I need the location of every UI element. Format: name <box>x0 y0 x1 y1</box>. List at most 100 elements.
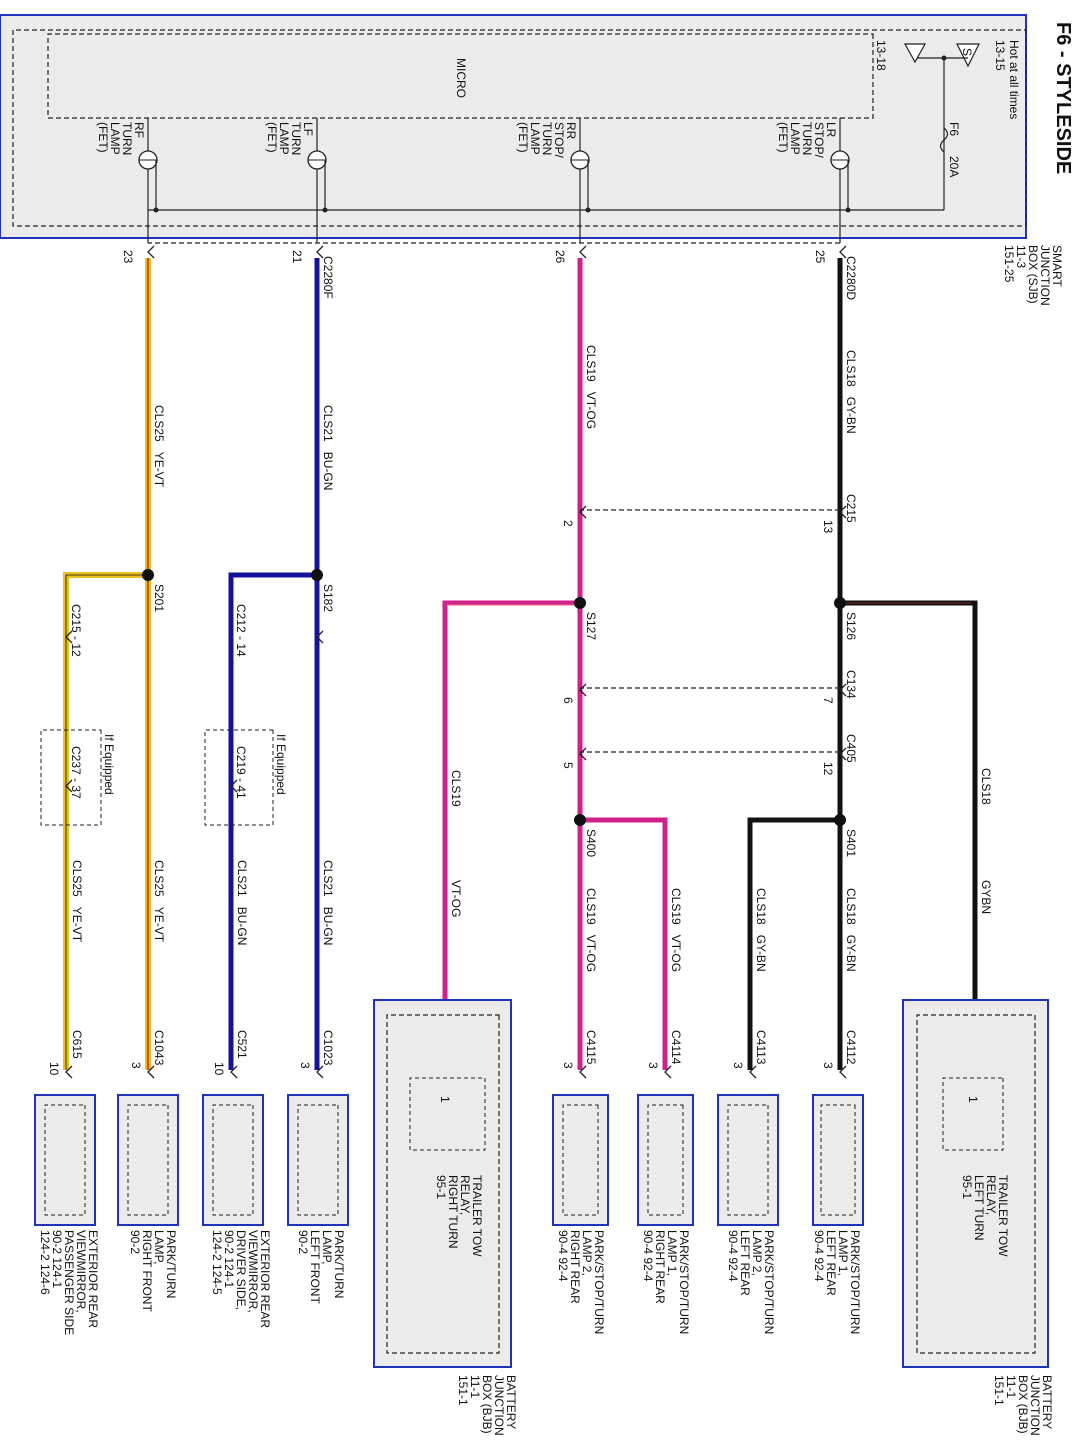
c237-37-label: C237 - 37 <box>69 746 83 799</box>
component-pin-arrows <box>65 1065 847 1079</box>
sjb-inner-dashed <box>12 29 1027 227</box>
fet-rr <box>570 118 591 243</box>
relay-right-pin: 1 <box>438 1096 452 1103</box>
c134-pin-lr: 7 <box>821 697 835 704</box>
fet-rr-label: RR STOP/ TURN LAMP (FET) <box>516 122 578 161</box>
fet-rf <box>138 118 159 243</box>
c521-label: C521 <box>235 1030 249 1059</box>
fet-lf <box>307 118 328 243</box>
splice-s127 <box>574 597 586 609</box>
relay-left-pin: 1 <box>966 1096 980 1103</box>
wire-cls21 <box>228 258 320 1070</box>
lbl-cls18-branch: CLS18 <box>979 768 993 805</box>
label-lamp-rr1: PARK/STOP/TURN LAMP 1, RIGHT REAR 90-4 9… <box>641 1230 691 1338</box>
splice-s400 <box>574 814 586 826</box>
lbl-cls19-rr1: CLS19VT-OG <box>669 888 683 972</box>
splice-s126 <box>834 597 846 609</box>
conn-c2280d: C2280D <box>844 256 858 300</box>
power-s-icon: S <box>960 48 974 56</box>
fuse-rating: 20A <box>947 156 961 177</box>
component-lamp-rr1 <box>637 1094 694 1226</box>
pin-23-arrow <box>147 245 155 259</box>
fet-rf-label: RF TURN LAMP (FET) <box>96 122 146 159</box>
label-lamp-lf: PARK/TURN LAMP, LEFT FRONT 90-2 <box>296 1230 346 1307</box>
fuse-icon <box>939 127 949 153</box>
bjb-label-left: BATTERY JUNCTION BOX (BJB) 11-1 151-1 <box>992 1375 1054 1439</box>
splice-s401 <box>834 814 846 826</box>
if-equipped-box-lf <box>204 729 274 826</box>
c219-41-label: C219 - 41 <box>234 746 248 799</box>
bjb-label-right: BATTERY JUNCTION BOX (BJB) 11-1 151-1 <box>456 1375 518 1439</box>
label-lamp-rr2: PARK/STOP/TURN LAMP 2, RIGHT REAR 90-4 9… <box>556 1230 606 1338</box>
s182-label: S182 <box>321 584 335 612</box>
c4115-pin: 3 <box>561 1062 575 1069</box>
if-equipped-box-rf <box>40 729 102 826</box>
component-mirror-drv <box>202 1094 264 1226</box>
splice-s182 <box>311 569 323 581</box>
c4113-pin: 3 <box>731 1062 745 1069</box>
s127-label: S127 <box>584 612 598 640</box>
sjb-box <box>0 14 1027 239</box>
c405-pin-lr: 12 <box>821 762 835 776</box>
lbl-cls18-lr1: CLS18GY-BN <box>844 888 858 972</box>
c4112-pin: 3 <box>821 1062 835 1069</box>
c134-label: C134 <box>844 670 858 699</box>
micro-block <box>47 33 874 119</box>
lbl-cls21-mirror: CLS21BU-GN <box>235 860 249 945</box>
component-lamp-rr2 <box>552 1094 609 1226</box>
c4114-label: C4114 <box>669 1030 683 1065</box>
power-node <box>941 55 947 61</box>
lbl-cls19-branch: CLS19 <box>449 770 463 807</box>
fet-lr <box>830 118 851 243</box>
diagram-title: F6 - STYLESIDE <box>1052 22 1074 174</box>
wire-cls19 <box>442 258 668 1070</box>
power-triangle <box>956 43 980 68</box>
pin-25-arrow <box>839 245 847 259</box>
c4113-label: C4113 <box>754 1030 768 1065</box>
c215-label: C215 <box>844 494 858 523</box>
ground-ref: 13-18 <box>874 40 888 71</box>
if-equipped-lf: If Equipped <box>274 734 288 795</box>
lbl-cls25-mirror: CLS25YE-VT <box>70 860 84 943</box>
conn-c2280f: C2280F <box>321 256 335 299</box>
pin-26-arrow <box>579 245 587 259</box>
lbl-cls19-rr2: CLS19VT-OG <box>584 888 598 972</box>
s201-label: S201 <box>152 584 166 612</box>
component-lamp-lf <box>287 1094 349 1226</box>
lbl-cls25-top: CLS25YE-VT <box>152 405 166 488</box>
c4114-pin: 3 <box>646 1062 660 1069</box>
label-lamp-rf: PARK/TURN LAMP, RIGHT FRONT 90-2 <box>128 1230 178 1315</box>
c1043-pin: 3 <box>129 1062 143 1069</box>
bjb-left-turn: 1 TRAILER TOW RELAY, LEFT TURN 95-1 <box>902 999 1049 1368</box>
ground-triangle <box>903 43 927 64</box>
lbl-cls19-top: CLS19VT-OG <box>584 345 598 429</box>
hot-ref: 13-15 <box>993 40 1007 71</box>
c615-label: C615 <box>70 1030 84 1059</box>
fet-lr-label: LR STOP/ TURN LAMP (FET) <box>776 122 838 161</box>
micro-label: MICRO <box>454 58 468 98</box>
relay-right-label: TRAILER TOW RELAY, RIGHT TURN 95-1 <box>434 1175 484 1260</box>
c212-14-label: C212 - 14 <box>234 604 248 657</box>
c405-label: C405 <box>844 734 858 763</box>
wire-cls18 <box>747 258 978 1070</box>
c4112-label: C4112 <box>844 1030 858 1065</box>
component-lamp-rf <box>117 1094 179 1226</box>
label-mirror-pass: EXTERIOR REAR VIEWMIRROR, PASSENGER SIDE… <box>38 1230 100 1338</box>
lbl-cls18-lr2: CLS18GY-BN <box>754 888 768 972</box>
label-lamp-lr1: PARK/STOP/TURN LAMP 1, LEFT REAR 90-4 92… <box>812 1230 862 1338</box>
bjb-right-turn: 1 TRAILER TOW RELAY, RIGHT TURN 95-1 <box>373 999 512 1368</box>
label-lamp-lr2: PARK/STOP/TURN LAMP 2, LEFT REAR 90-4 92… <box>726 1230 776 1338</box>
pin-25: 25 <box>813 250 827 264</box>
label-mirror-drv: EXTERIOR REAR VIEWMIRROR, DRIVER SIDE, 9… <box>210 1230 272 1331</box>
c405-pin-rr: 5 <box>561 762 575 769</box>
lbl-cls18-top: CLS18GY-BN <box>844 350 858 434</box>
lbl-cls21-top: CLS21BU-GN <box>321 405 335 490</box>
component-lamp-lr1 <box>812 1094 864 1226</box>
c215-12-label: C215 - 12 <box>69 604 83 657</box>
s401-label: S401 <box>844 829 858 857</box>
fet-lf-label: LF TURN LAMP (FET) <box>265 122 315 159</box>
lbl-gybn-branch: GYBN <box>979 880 993 914</box>
lbl-cls25-rf: CLS25YE-VT <box>152 860 166 943</box>
component-mirror-pass <box>34 1094 96 1226</box>
splice-s201 <box>142 569 154 581</box>
